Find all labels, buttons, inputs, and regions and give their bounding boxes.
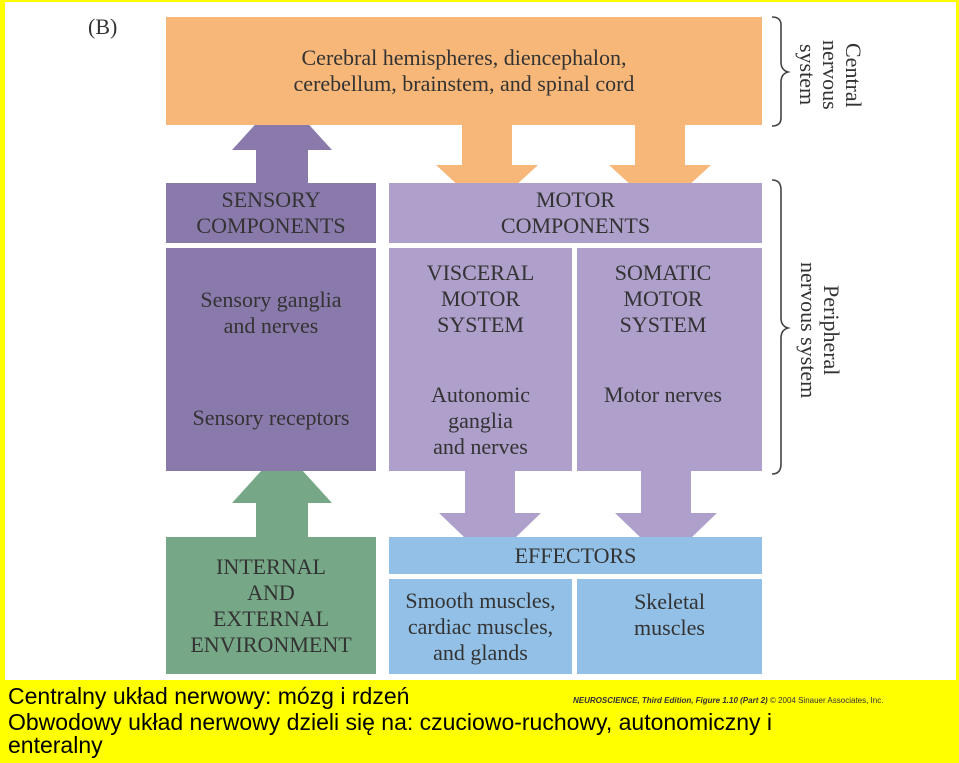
skeletal-line2: muscles bbox=[634, 615, 705, 640]
pns-label-line2: nervous system bbox=[796, 261, 821, 399]
visceral-motor-box bbox=[389, 248, 572, 471]
cns-down-arrow-left bbox=[436, 120, 538, 212]
cns-bracket-label: Central nervous system bbox=[795, 30, 866, 120]
visceral-line3: SYSTEM bbox=[437, 312, 524, 337]
cns-line2: cerebellum, brainstem, and spinal cord bbox=[293, 71, 635, 96]
caption-line2: Obwodowy układ nerwowy dzieli się na: cz… bbox=[8, 709, 773, 735]
skeletal-muscles-box: Skeletal muscles bbox=[577, 579, 762, 674]
sensory-ganglia: Sensory ganglia and nerves bbox=[166, 287, 376, 339]
panel-label: (B) bbox=[88, 14, 118, 39]
sensory-header-line2: COMPONENTS bbox=[196, 213, 346, 238]
cns-bracket bbox=[771, 16, 791, 127]
caption-line1: Centralny układ nerwowy: mózg i rdzeń bbox=[8, 683, 410, 709]
environment-box: INTERNAL AND EXTERNAL ENVIRONMENT bbox=[166, 537, 376, 674]
credit-copyright: © 2004 Sinauer Associates, Inc. bbox=[769, 696, 884, 705]
motor-header: MOTOR COMPONENTS bbox=[389, 183, 762, 243]
environment-line4: ENVIRONMENT bbox=[190, 631, 352, 657]
visceral-motor-title: VISCERAL MOTOR SYSTEM bbox=[389, 260, 572, 338]
sensory-header-line1: SENSORY bbox=[221, 187, 321, 212]
environment-up-arrow bbox=[232, 448, 332, 538]
sensory-header: SENSORY COMPONENTS bbox=[166, 183, 376, 243]
cns-box: Cerebral hemispheres, diencephalon, cere… bbox=[166, 17, 762, 125]
somatic-motor-detail: Motor nerves bbox=[604, 382, 722, 407]
cns-label-line1: Central bbox=[841, 42, 866, 108]
visceral-line1: VISCERAL bbox=[426, 260, 535, 285]
somatic-line1: SOMATIC bbox=[614, 260, 712, 285]
sensory-body bbox=[166, 248, 376, 471]
skeletal-line1: Skeletal bbox=[634, 589, 705, 614]
visceral-down-arrow bbox=[439, 470, 541, 562]
cns-down-arrow-right bbox=[609, 120, 711, 212]
somatic-motor-box bbox=[577, 248, 762, 471]
environment-line3: EXTERNAL bbox=[212, 605, 330, 631]
motor-header-line1: MOTOR bbox=[535, 187, 616, 212]
sensory-receptors: Sensory receptors bbox=[192, 405, 350, 430]
figure-credit: NEUROSCIENCE, Third Edition, Figure 1.10… bbox=[573, 696, 883, 705]
motor-header-line2: COMPONENTS bbox=[500, 213, 651, 238]
cns-label-line2: nervous bbox=[818, 40, 843, 110]
caption-line3: enteralny bbox=[8, 732, 103, 758]
sensory-ganglia-line1: Sensory ganglia bbox=[200, 287, 342, 312]
smooth-muscles-box: Smooth muscles, cardiac muscles, and gla… bbox=[389, 579, 572, 674]
somatic-line2: MOTOR bbox=[623, 286, 703, 311]
environment-line1: INTERNAL bbox=[216, 553, 326, 579]
sensory-ganglia-line2: and nerves bbox=[223, 313, 319, 338]
sensory-up-arrow bbox=[232, 95, 332, 184]
credit-book: NEUROSCIENCE, Third Edition, Figure 1.10… bbox=[573, 696, 768, 705]
cns-line1: Cerebral hemispheres, diencephalon, bbox=[301, 45, 627, 70]
smooth-line1: Smooth muscles, bbox=[405, 587, 556, 613]
visceral-detail-line3: and nerves bbox=[433, 434, 528, 459]
visceral-motor-detail: Autonomic ganglia and nerves bbox=[389, 382, 572, 460]
visceral-line2: MOTOR bbox=[440, 286, 521, 311]
smooth-line2: cardiac muscles, bbox=[407, 613, 554, 639]
somatic-motor-title: SOMATIC MOTOR SYSTEM bbox=[577, 260, 749, 338]
visceral-detail-line2: ganglia bbox=[448, 408, 513, 433]
pns-bracket-label: Peripheral nervous system bbox=[796, 240, 844, 420]
pns-label-line1: Peripheral bbox=[819, 284, 844, 376]
effectors-title: EFFECTORS bbox=[514, 542, 637, 568]
smooth-line3: and glands bbox=[433, 639, 528, 665]
environment-line2: AND bbox=[247, 579, 295, 605]
cns-label-line3: system bbox=[795, 44, 820, 106]
somatic-down-arrow bbox=[615, 470, 717, 562]
somatic-line3: SYSTEM bbox=[619, 312, 707, 337]
visceral-detail-line1: Autonomic bbox=[431, 382, 530, 407]
pns-bracket bbox=[771, 179, 791, 475]
effectors-header: EFFECTORS bbox=[389, 537, 762, 574]
